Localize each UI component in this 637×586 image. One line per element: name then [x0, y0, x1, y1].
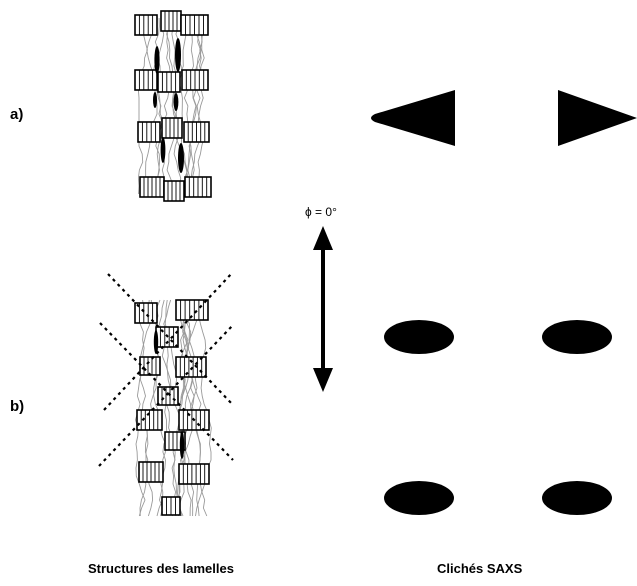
- crystal-block-frame: [134, 69, 158, 91]
- saxs-spot-upper-right: [542, 320, 612, 354]
- crystal-block: [175, 299, 209, 321]
- crystal-block: [134, 302, 158, 324]
- crystal-block: [163, 180, 185, 202]
- crystal-block: [175, 356, 207, 378]
- polymer-chain: [183, 17, 196, 195]
- crystal-block: [183, 121, 210, 143]
- saxs-spot-lower-left: [384, 481, 454, 515]
- polymer-chain: [173, 17, 187, 195]
- shear-lines-b: [98, 271, 234, 467]
- crystal-block: [157, 386, 179, 406]
- crystal-block-frame: [160, 10, 182, 32]
- polymer-chain: [137, 17, 148, 195]
- crystal-block-frame: [178, 463, 210, 485]
- crystal-block: [139, 356, 161, 376]
- polymer-chain: [166, 17, 178, 195]
- voids-a: [153, 38, 184, 173]
- crystal-block: [178, 463, 210, 485]
- polymer-chain: [134, 299, 146, 517]
- crystal-block: [134, 69, 158, 91]
- lamellar-structure-b: [98, 271, 234, 517]
- panel-label-a: a): [10, 106, 24, 123]
- polymer-chain: [140, 299, 154, 517]
- crystal-block: [180, 14, 209, 36]
- crystal-lamellae-a: [134, 10, 212, 202]
- polymer-chain: [155, 17, 172, 195]
- direction-arrow: [313, 226, 333, 392]
- crystal-block: [138, 461, 164, 483]
- polymer-chain: [171, 299, 185, 517]
- crystal-block-frame: [134, 302, 158, 324]
- crystal-block: [136, 409, 163, 431]
- polymer-chain: [142, 17, 166, 195]
- saxs-spot-left: [371, 90, 455, 146]
- polymer-chain: [184, 17, 202, 195]
- crystal-block: [160, 10, 182, 32]
- saxs-pattern-a: [371, 90, 637, 146]
- panel-label-b: b): [10, 398, 25, 415]
- crystal-block-frame: [175, 356, 207, 378]
- crystal-block: [181, 69, 209, 91]
- crystal-block: [139, 176, 165, 198]
- crystal-block-frame: [175, 299, 209, 321]
- crystal-block: [134, 14, 158, 36]
- crystal-block: [184, 176, 212, 198]
- crystal-block: [161, 496, 181, 516]
- crystal-block-frame: [157, 386, 179, 406]
- crystal-block: [157, 71, 181, 93]
- voids-b: [153, 330, 185, 459]
- amorphous-chains-a: [137, 17, 206, 195]
- crystal-block-frame: [139, 356, 161, 376]
- caption-saxs: Clichés SAXS: [437, 561, 523, 576]
- lamellar-structure-a: [134, 10, 212, 202]
- crystal-lamellae-b: [134, 299, 210, 516]
- crystal-block-frame: [161, 117, 183, 139]
- crystal-block-frame: [137, 121, 161, 143]
- crystal-block-frame: [157, 71, 181, 93]
- polymer-chain: [146, 17, 165, 195]
- crystal-block-frame: [134, 14, 158, 36]
- direction-label: ϕ = 0°: [305, 205, 337, 219]
- polymer-chain: [196, 17, 205, 195]
- polymer-chain: [187, 17, 202, 195]
- crystal-block-frame: [163, 180, 185, 202]
- crystal-block: [137, 121, 161, 143]
- saxs-spot-lower-right: [542, 481, 612, 515]
- saxs-spot-upper-left: [384, 320, 454, 354]
- saxs-pattern-b: [384, 320, 612, 515]
- saxs-spot-right: [558, 90, 637, 146]
- caption-structures: Structures des lamelles: [88, 561, 234, 576]
- crystal-block: [161, 117, 183, 139]
